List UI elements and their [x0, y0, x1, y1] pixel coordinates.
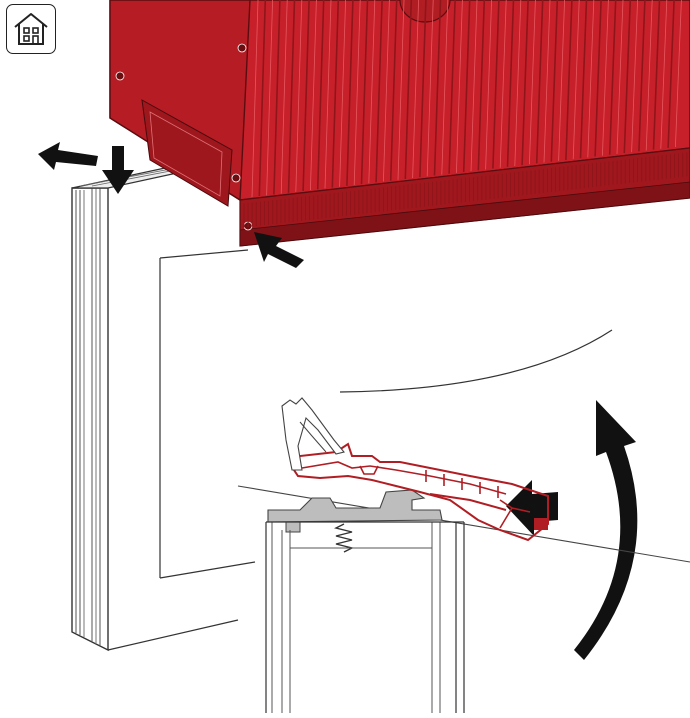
housing-section-detail [281, 397, 549, 542]
push-left-arrow [38, 142, 98, 170]
house-icon [14, 13, 48, 45]
home-button[interactable] [6, 4, 56, 54]
frame-section-detail [265, 521, 465, 713]
window-frame-profile [71, 167, 201, 652]
mounting-clip-profile [267, 489, 443, 553]
blind-housing [109, 0, 690, 247]
rotate-up-arrow [574, 400, 638, 660]
housing-brush-seal [243, 152, 688, 228]
push-down-arrow [102, 146, 134, 194]
housing-ribs [251, 0, 682, 198]
push-inward-arrow [254, 232, 304, 268]
window-sash-outline [107, 249, 256, 651]
